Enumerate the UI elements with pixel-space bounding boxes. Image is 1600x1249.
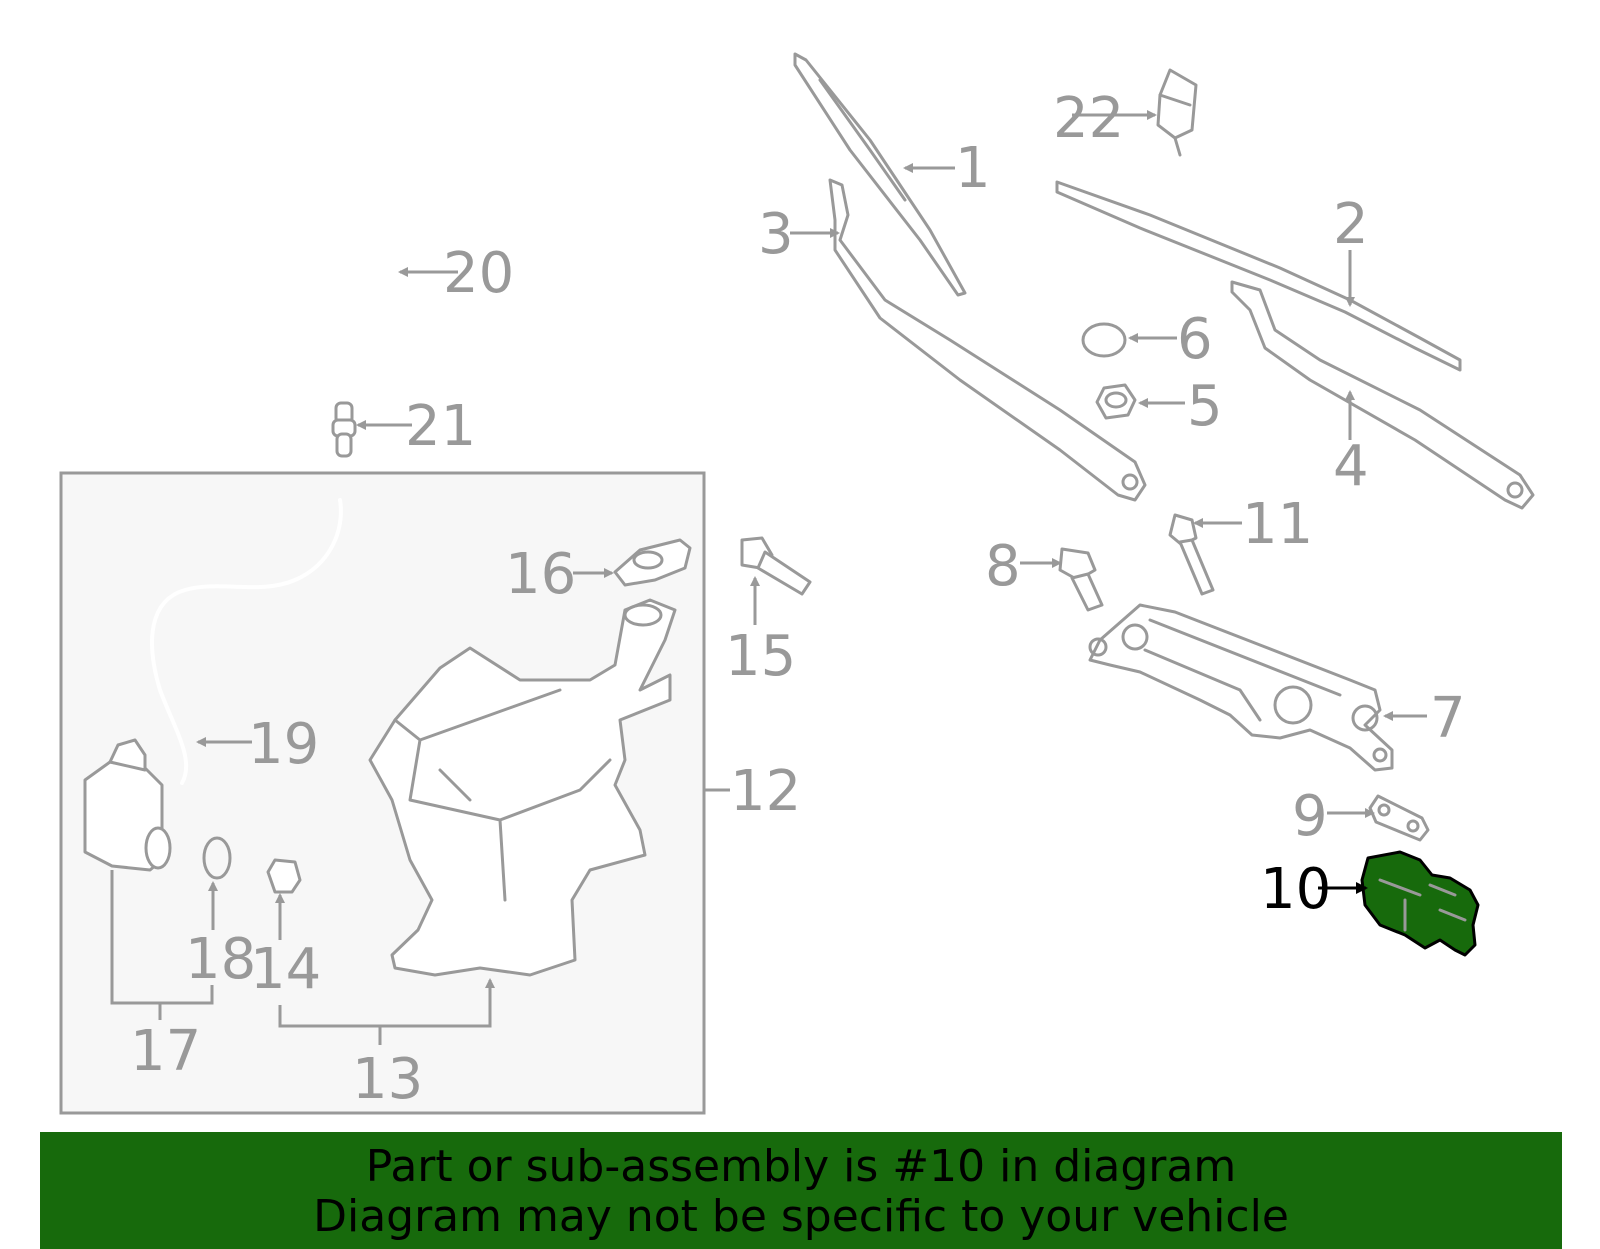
part-1-wiper-blade[interactable] — [793, 52, 967, 297]
part-18-grommet[interactable] — [202, 836, 232, 880]
part-10-wiper-motor[interactable] — [1360, 850, 1480, 957]
part-11-bolt[interactable] — [1168, 513, 1215, 596]
leader-lines — [110, 110, 1427, 1045]
callout-labels: 1 2 3 4 5 6 7 8 9 10 11 12 13 14 15 16 1… — [130, 86, 1466, 1112]
part-7-wiper-linkage[interactable] — [1088, 603, 1394, 772]
banner-line-2: Diagram may not be specific to your vehi… — [313, 1191, 1289, 1242]
part-19-hose[interactable] — [150, 498, 343, 785]
label-4: 4 — [1333, 434, 1369, 499]
label-1: 1 — [955, 136, 991, 201]
part-16-washer-cap[interactable] — [613, 538, 692, 587]
label-16: 16 — [505, 542, 576, 607]
label-19: 19 — [248, 712, 319, 777]
label-14: 14 — [250, 937, 321, 1002]
label-9: 9 — [1292, 784, 1328, 849]
label-3: 3 — [758, 202, 794, 267]
part-15-bolt[interactable] — [740, 536, 812, 596]
label-11: 11 — [1242, 492, 1313, 557]
part-8-bolt[interactable] — [1058, 547, 1104, 612]
label-8: 8 — [985, 534, 1021, 599]
label-20: 20 — [443, 241, 514, 306]
info-banner: Part or sub-assembly is #10 in diagram D… — [40, 1132, 1562, 1249]
part-6-oring[interactable] — [1081, 322, 1127, 358]
label-2: 2 — [1333, 192, 1369, 257]
label-17: 17 — [130, 1019, 201, 1084]
label-22: 22 — [1053, 86, 1124, 151]
label-6: 6 — [1177, 307, 1213, 372]
part-20-washer-hose[interactable] — [341, 30, 637, 394]
label-10-highlighted: 10 — [1260, 857, 1331, 922]
part-14-grommet[interactable] — [266, 858, 302, 894]
part-2-wiper-blade[interactable] — [1055, 180, 1462, 372]
banner-line-1: Part or sub-assembly is #10 in diagram — [365, 1141, 1237, 1192]
part-9-bracket[interactable] — [1368, 794, 1430, 842]
part-22-clip[interactable] — [1156, 68, 1198, 157]
label-12: 12 — [730, 759, 801, 824]
label-7: 7 — [1430, 686, 1466, 751]
part-17-washer-pump[interactable] — [83, 738, 172, 872]
label-18: 18 — [185, 927, 256, 992]
part-3-wiper-arm[interactable] — [828, 178, 1147, 502]
label-21: 21 — [405, 394, 476, 459]
label-15: 15 — [725, 624, 796, 689]
part-4-wiper-arm[interactable] — [1230, 280, 1535, 510]
part-13-washer-reservoir[interactable] — [368, 598, 677, 977]
part-5-nut[interactable] — [1095, 383, 1137, 420]
label-13: 13 — [352, 1047, 423, 1112]
part-21-hose-connector[interactable] — [331, 401, 357, 458]
label-5: 5 — [1187, 374, 1223, 439]
